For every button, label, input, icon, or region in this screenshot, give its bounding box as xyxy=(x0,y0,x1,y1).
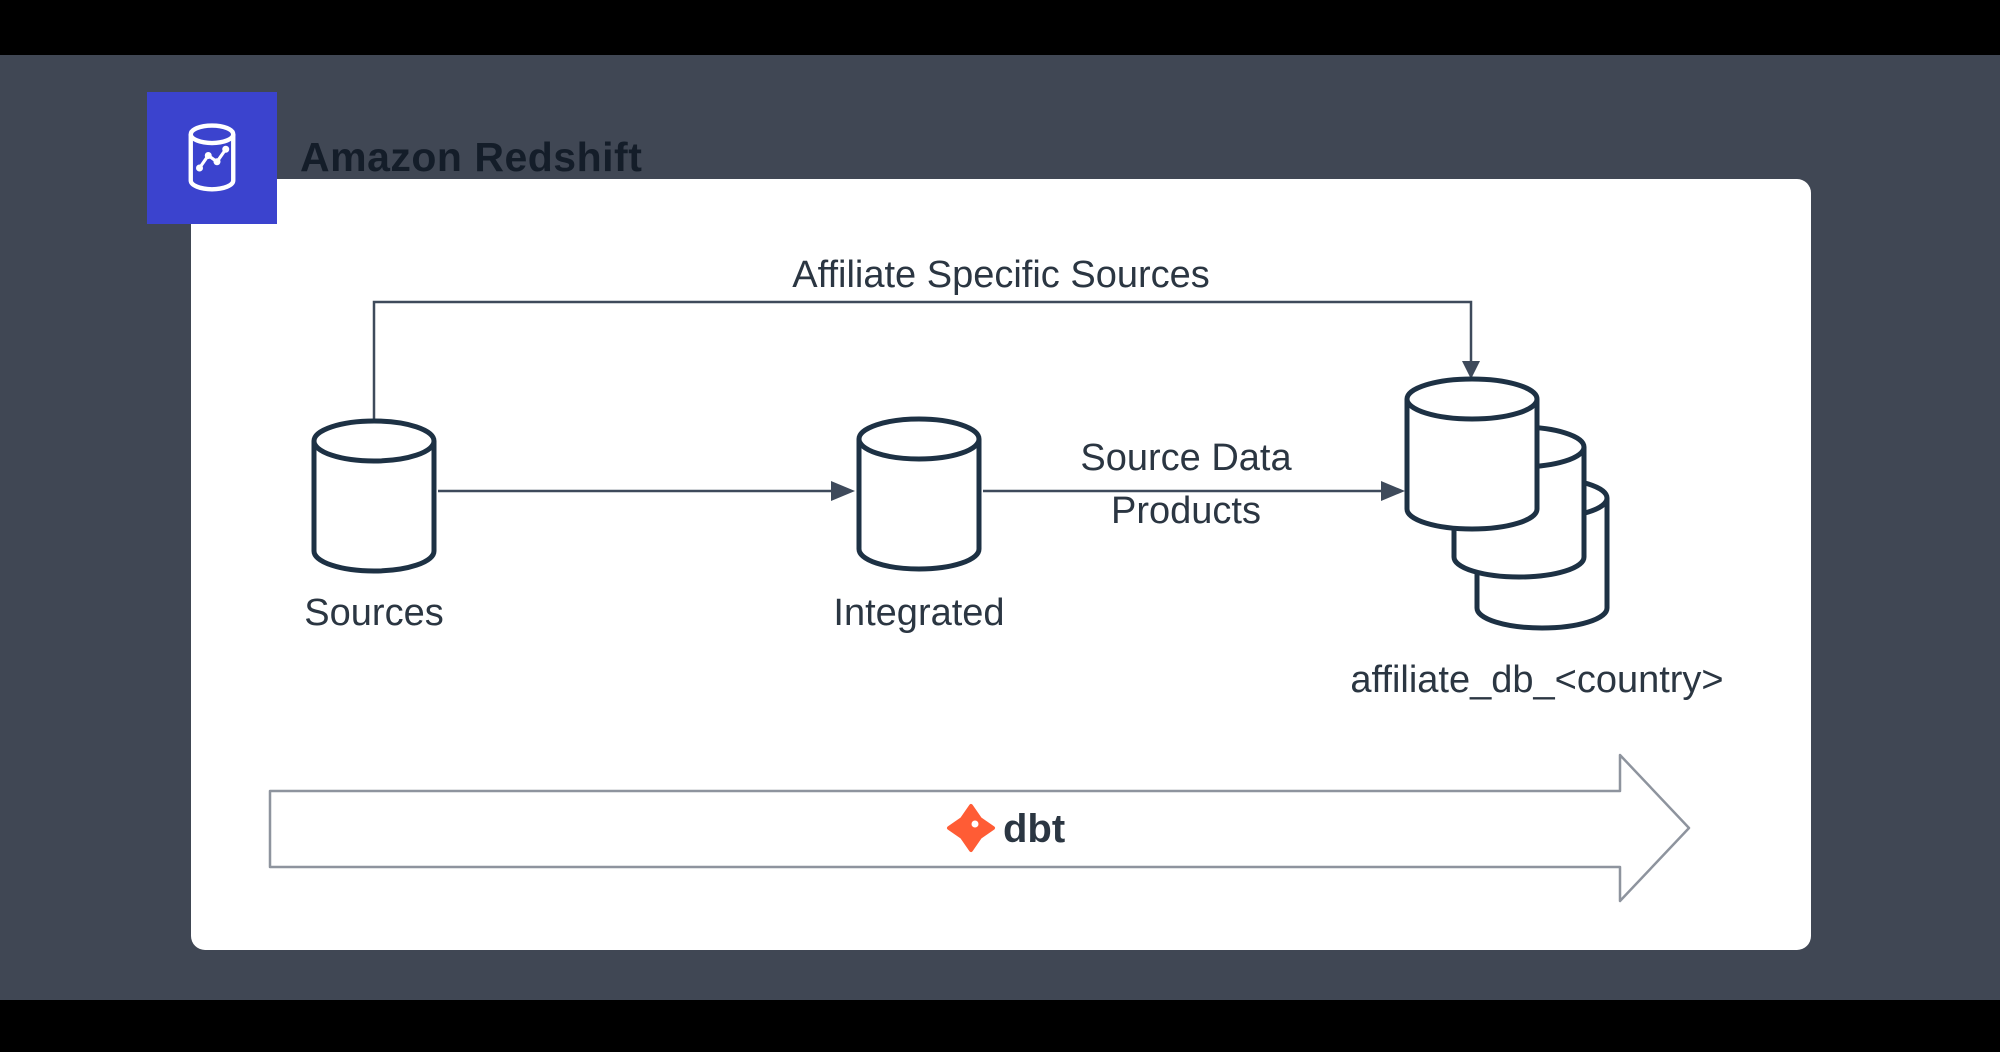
redshift-badge xyxy=(147,92,277,224)
arrowhead-right-icon xyxy=(1381,481,1405,501)
sources-node-label: Sources xyxy=(304,592,443,634)
dbt-logo-icon xyxy=(947,804,995,852)
arrow-affiliate-specific-sources xyxy=(372,300,1480,421)
page-title: Amazon Redshift xyxy=(300,134,643,180)
diagram-canvas: Affiliate Specific Sources Source Data P… xyxy=(268,254,1724,903)
arrowhead-right-icon xyxy=(831,481,855,501)
letterbox-top-bar xyxy=(0,0,2000,55)
letterbox-bottom-bar xyxy=(0,1000,2000,1052)
affiliate-node-label: affiliate_db_<country> xyxy=(1350,659,1723,701)
dbt-label: dbt xyxy=(1003,807,1065,851)
arrow-integrated-to-affiliate xyxy=(983,481,1405,501)
redshift-database-icon xyxy=(188,123,236,192)
integrated-database-icon xyxy=(856,416,982,572)
sources-database-icon xyxy=(311,418,437,574)
edge-label-source-data: Source Data xyxy=(1080,437,1292,479)
arrow-sources-to-integrated xyxy=(438,481,855,501)
edge-label-products: Products xyxy=(1111,490,1261,532)
affiliate-database-stack-icon xyxy=(1404,376,1610,631)
integrated-node-label: Integrated xyxy=(833,592,1004,634)
top-flow-label: Affiliate Specific Sources xyxy=(792,254,1210,296)
diagram-card: Affiliate Specific Sources Source Data P… xyxy=(191,179,1811,950)
arrowhead-down-icon xyxy=(1462,361,1480,379)
